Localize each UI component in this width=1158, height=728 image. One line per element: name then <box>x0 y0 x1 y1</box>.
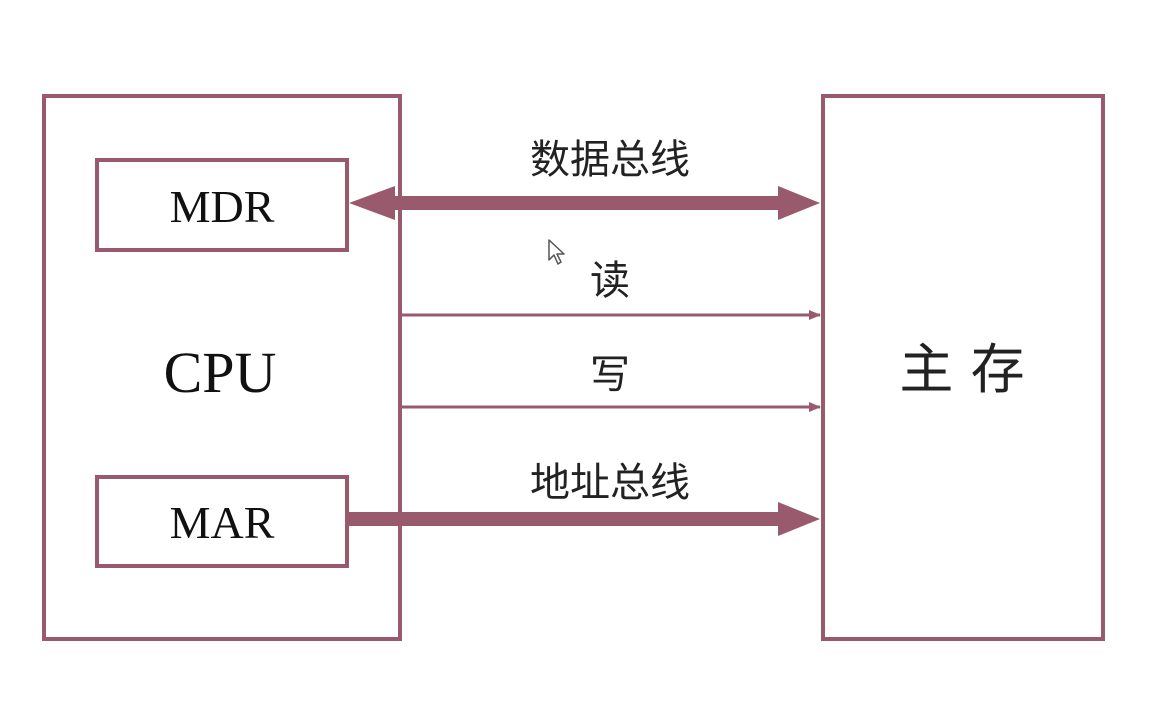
cpu-box <box>42 94 402 641</box>
memory-box <box>821 94 1105 641</box>
data-bus-arrow <box>349 186 820 220</box>
pointer-arrow-icon <box>548 239 565 265</box>
address-bus-label: 地址总线 <box>530 460 690 506</box>
write-label: 写 <box>590 352 630 398</box>
cpu-label: CPU <box>164 340 277 405</box>
mdr-label: MDR <box>170 181 275 232</box>
mdr-box <box>95 158 349 252</box>
data-bus-label: 数据总线 <box>530 137 690 183</box>
address-bus-arrow <box>347 502 820 536</box>
mar-label: MAR <box>170 497 275 548</box>
memory-label: 主 存 <box>899 338 1024 401</box>
read-label: 读 <box>590 258 630 304</box>
